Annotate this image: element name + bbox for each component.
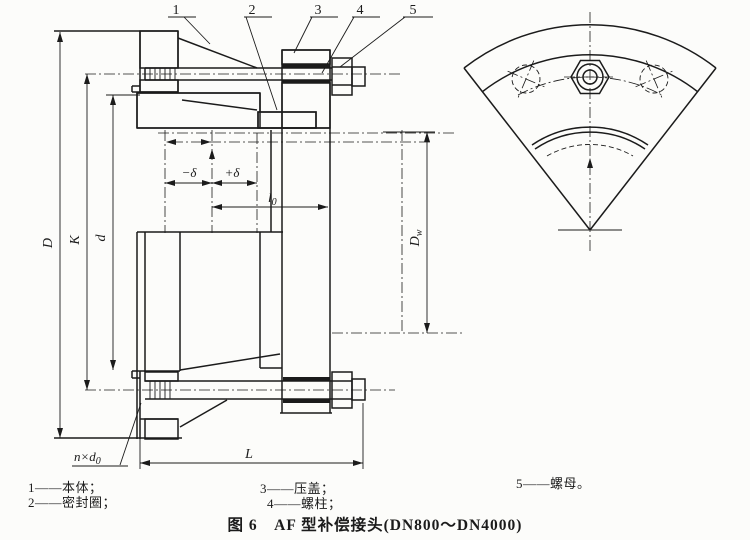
legend-item-5: 5——螺母。 bbox=[516, 476, 591, 491]
legend-item-2: 2——密封圈； bbox=[28, 495, 117, 510]
dimension-Dw: Dw bbox=[332, 130, 462, 333]
callout-3: 3 bbox=[315, 3, 322, 18]
dim-label-minus-delta: −δ bbox=[182, 165, 198, 180]
dim-label-D: D bbox=[41, 238, 56, 249]
stud-bottom bbox=[85, 372, 395, 408]
dim-label-L: L bbox=[244, 447, 253, 462]
dim-label-plus-delta: +δ bbox=[225, 165, 241, 180]
dimension-l0: l0 bbox=[212, 190, 328, 210]
legend-item-4: 4——螺柱； bbox=[267, 496, 342, 511]
dim-label-nxd0: n×d0 bbox=[74, 449, 101, 467]
body-outline bbox=[54, 31, 330, 128]
gland-section bbox=[282, 50, 330, 403]
dim-label-Dw: Dw bbox=[408, 229, 425, 247]
sealing-ring-section bbox=[258, 112, 316, 128]
dimension-nxd0: n×d0 bbox=[72, 403, 141, 467]
dim-label-l0: l0 bbox=[268, 190, 277, 208]
gland-outline bbox=[280, 50, 332, 413]
dimension-D: D bbox=[41, 32, 63, 438]
tolerance-zone-lines bbox=[158, 130, 457, 233]
nut-top bbox=[332, 58, 352, 95]
callouts: 1 2 3 4 5 bbox=[168, 3, 433, 110]
dim-label-d: d bbox=[94, 234, 109, 242]
pipe-and-lower-outline bbox=[54, 130, 283, 439]
dimension-delta: −δ +δ bbox=[165, 165, 257, 186]
sector-end-view bbox=[464, 12, 716, 254]
dimension-K: K bbox=[68, 74, 90, 390]
callout-2: 2 bbox=[249, 3, 256, 18]
legend-item-3: 3——压盖； bbox=[260, 481, 335, 496]
dimension-d: d bbox=[94, 95, 140, 370]
dim-label-K: K bbox=[68, 235, 83, 246]
bolt-hole-left bbox=[500, 53, 552, 105]
callout-1: 1 bbox=[173, 3, 180, 18]
main-sectional-view: D K d −δ +δ l0 bbox=[41, 3, 462, 469]
technical-drawing: D K d −δ +δ l0 bbox=[41, 3, 750, 472]
callout-5: 5 bbox=[410, 3, 417, 18]
dimension-L: L bbox=[140, 403, 363, 469]
figure-caption: 图 6 AF 型补偿接头(DN800～DN4000) bbox=[227, 517, 523, 534]
bolt-hole-right bbox=[628, 53, 680, 105]
callout-4: 4 bbox=[357, 3, 364, 18]
legend-item-1: 1——本体； bbox=[28, 480, 103, 495]
stud-top bbox=[85, 58, 400, 95]
